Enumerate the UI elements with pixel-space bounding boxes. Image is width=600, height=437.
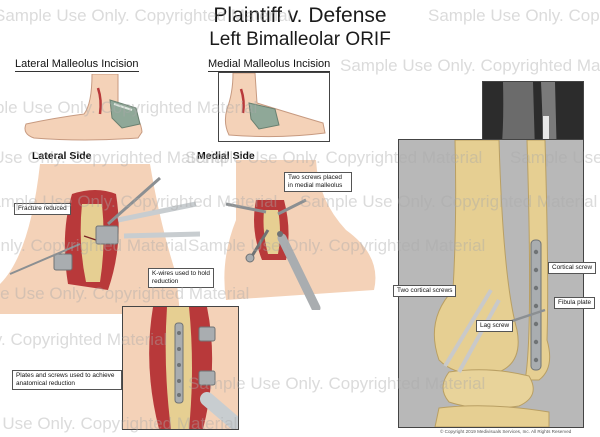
medial-side-title: Medial Side: [197, 150, 255, 162]
callout-fracture-reduced: Fracture reduced: [14, 203, 71, 215]
page-title: Plaintiff v. Defense: [213, 4, 387, 27]
callout-cortical-screw: Cortical screw: [548, 262, 597, 274]
callout-lag-screw: Lag screw: [476, 320, 514, 332]
plates-screws-inset: [122, 306, 239, 430]
medial-incision-title: Medial Malleolus Incision: [208, 58, 331, 72]
bone-illustration: [398, 139, 584, 428]
lateral-incision-illustration: [14, 74, 146, 144]
medial-side-illustration: [206, 160, 382, 310]
callout-fibula-plate: Fibula plate: [554, 297, 596, 309]
callout-plates-screws: Plates and screws used to achieve anatom…: [12, 370, 122, 390]
lateral-side-title: Lateral Side: [32, 150, 92, 162]
callout-two-cortical-screws: Two cortical screws: [393, 285, 457, 297]
page-subtitle: Left Bimalleolar ORIF: [209, 29, 391, 50]
medial-incision-illustration: [218, 72, 330, 142]
watermark: Sample Use Only. Copyrighted Material: [340, 56, 600, 75]
callout-two-screws-medial: Two screws placed in medial malleolus: [284, 172, 352, 192]
callout-k-wires: K-wires used to hold reduction: [148, 268, 214, 288]
lateral-incision-title: Lateral Malleolus Incision: [15, 58, 139, 72]
copyright-notice: © Copyright 2019 Medivisuals Services, I…: [440, 429, 572, 434]
lateral-side-illustration: [0, 164, 200, 314]
